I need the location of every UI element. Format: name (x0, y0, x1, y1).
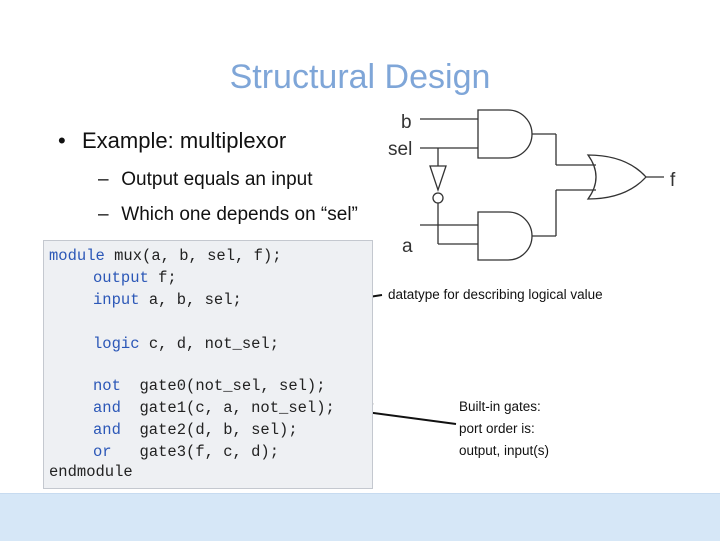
and-gate-top (477, 109, 533, 159)
or-gate (586, 154, 647, 200)
footer-bar (0, 493, 720, 541)
arrow-gates (365, 411, 457, 425)
datatype-annotation: datatype for describing logical value (388, 287, 603, 302)
not-gate (429, 165, 447, 193)
code-line: endmodule (49, 463, 133, 481)
sub-bullet-text: Output equals an input (121, 169, 313, 190)
label-b: b (401, 112, 412, 133)
and-gate-bottom (477, 211, 533, 261)
dash-marker: – (98, 169, 109, 190)
slide-title: Structural Design (229, 58, 491, 96)
code-line: and gate1(c, a, not_sel); (93, 399, 335, 417)
label-a: a (402, 236, 413, 257)
gates-annotation-line2: port order is: (459, 421, 535, 436)
sub-bullet: – Output equals an input (98, 169, 312, 191)
code-line: output f; (93, 269, 177, 287)
sub-bullet: – Which one depends on “sel” (98, 204, 358, 226)
code-block (43, 240, 373, 489)
code-line: and gate2(d, b, sel); (93, 421, 298, 439)
gates-annotation-line1: Built-in gates: (459, 399, 541, 414)
not-bubble (432, 192, 444, 204)
dash-marker: – (98, 204, 109, 225)
sub-bullet-text: Which one depends on “sel” (121, 204, 358, 225)
code-line: module mux(a, b, sel, f); (49, 247, 282, 265)
code-line: input a, b, sel; (93, 291, 242, 309)
gates-annotation-line3: output, input(s) (459, 443, 550, 458)
bullet-item: • Example: multiplexor (58, 128, 286, 154)
code-line: or gate3(f, c, d); (93, 443, 280, 461)
bullet-text: Example: multiplexor (82, 128, 287, 153)
bullet-dot: • (58, 128, 66, 153)
code-line: not gate0(not_sel, sel); (93, 377, 326, 395)
code-line: logic c, d, not_sel; (93, 335, 280, 353)
label-f: f (670, 170, 676, 191)
label-sel: sel (388, 139, 413, 160)
